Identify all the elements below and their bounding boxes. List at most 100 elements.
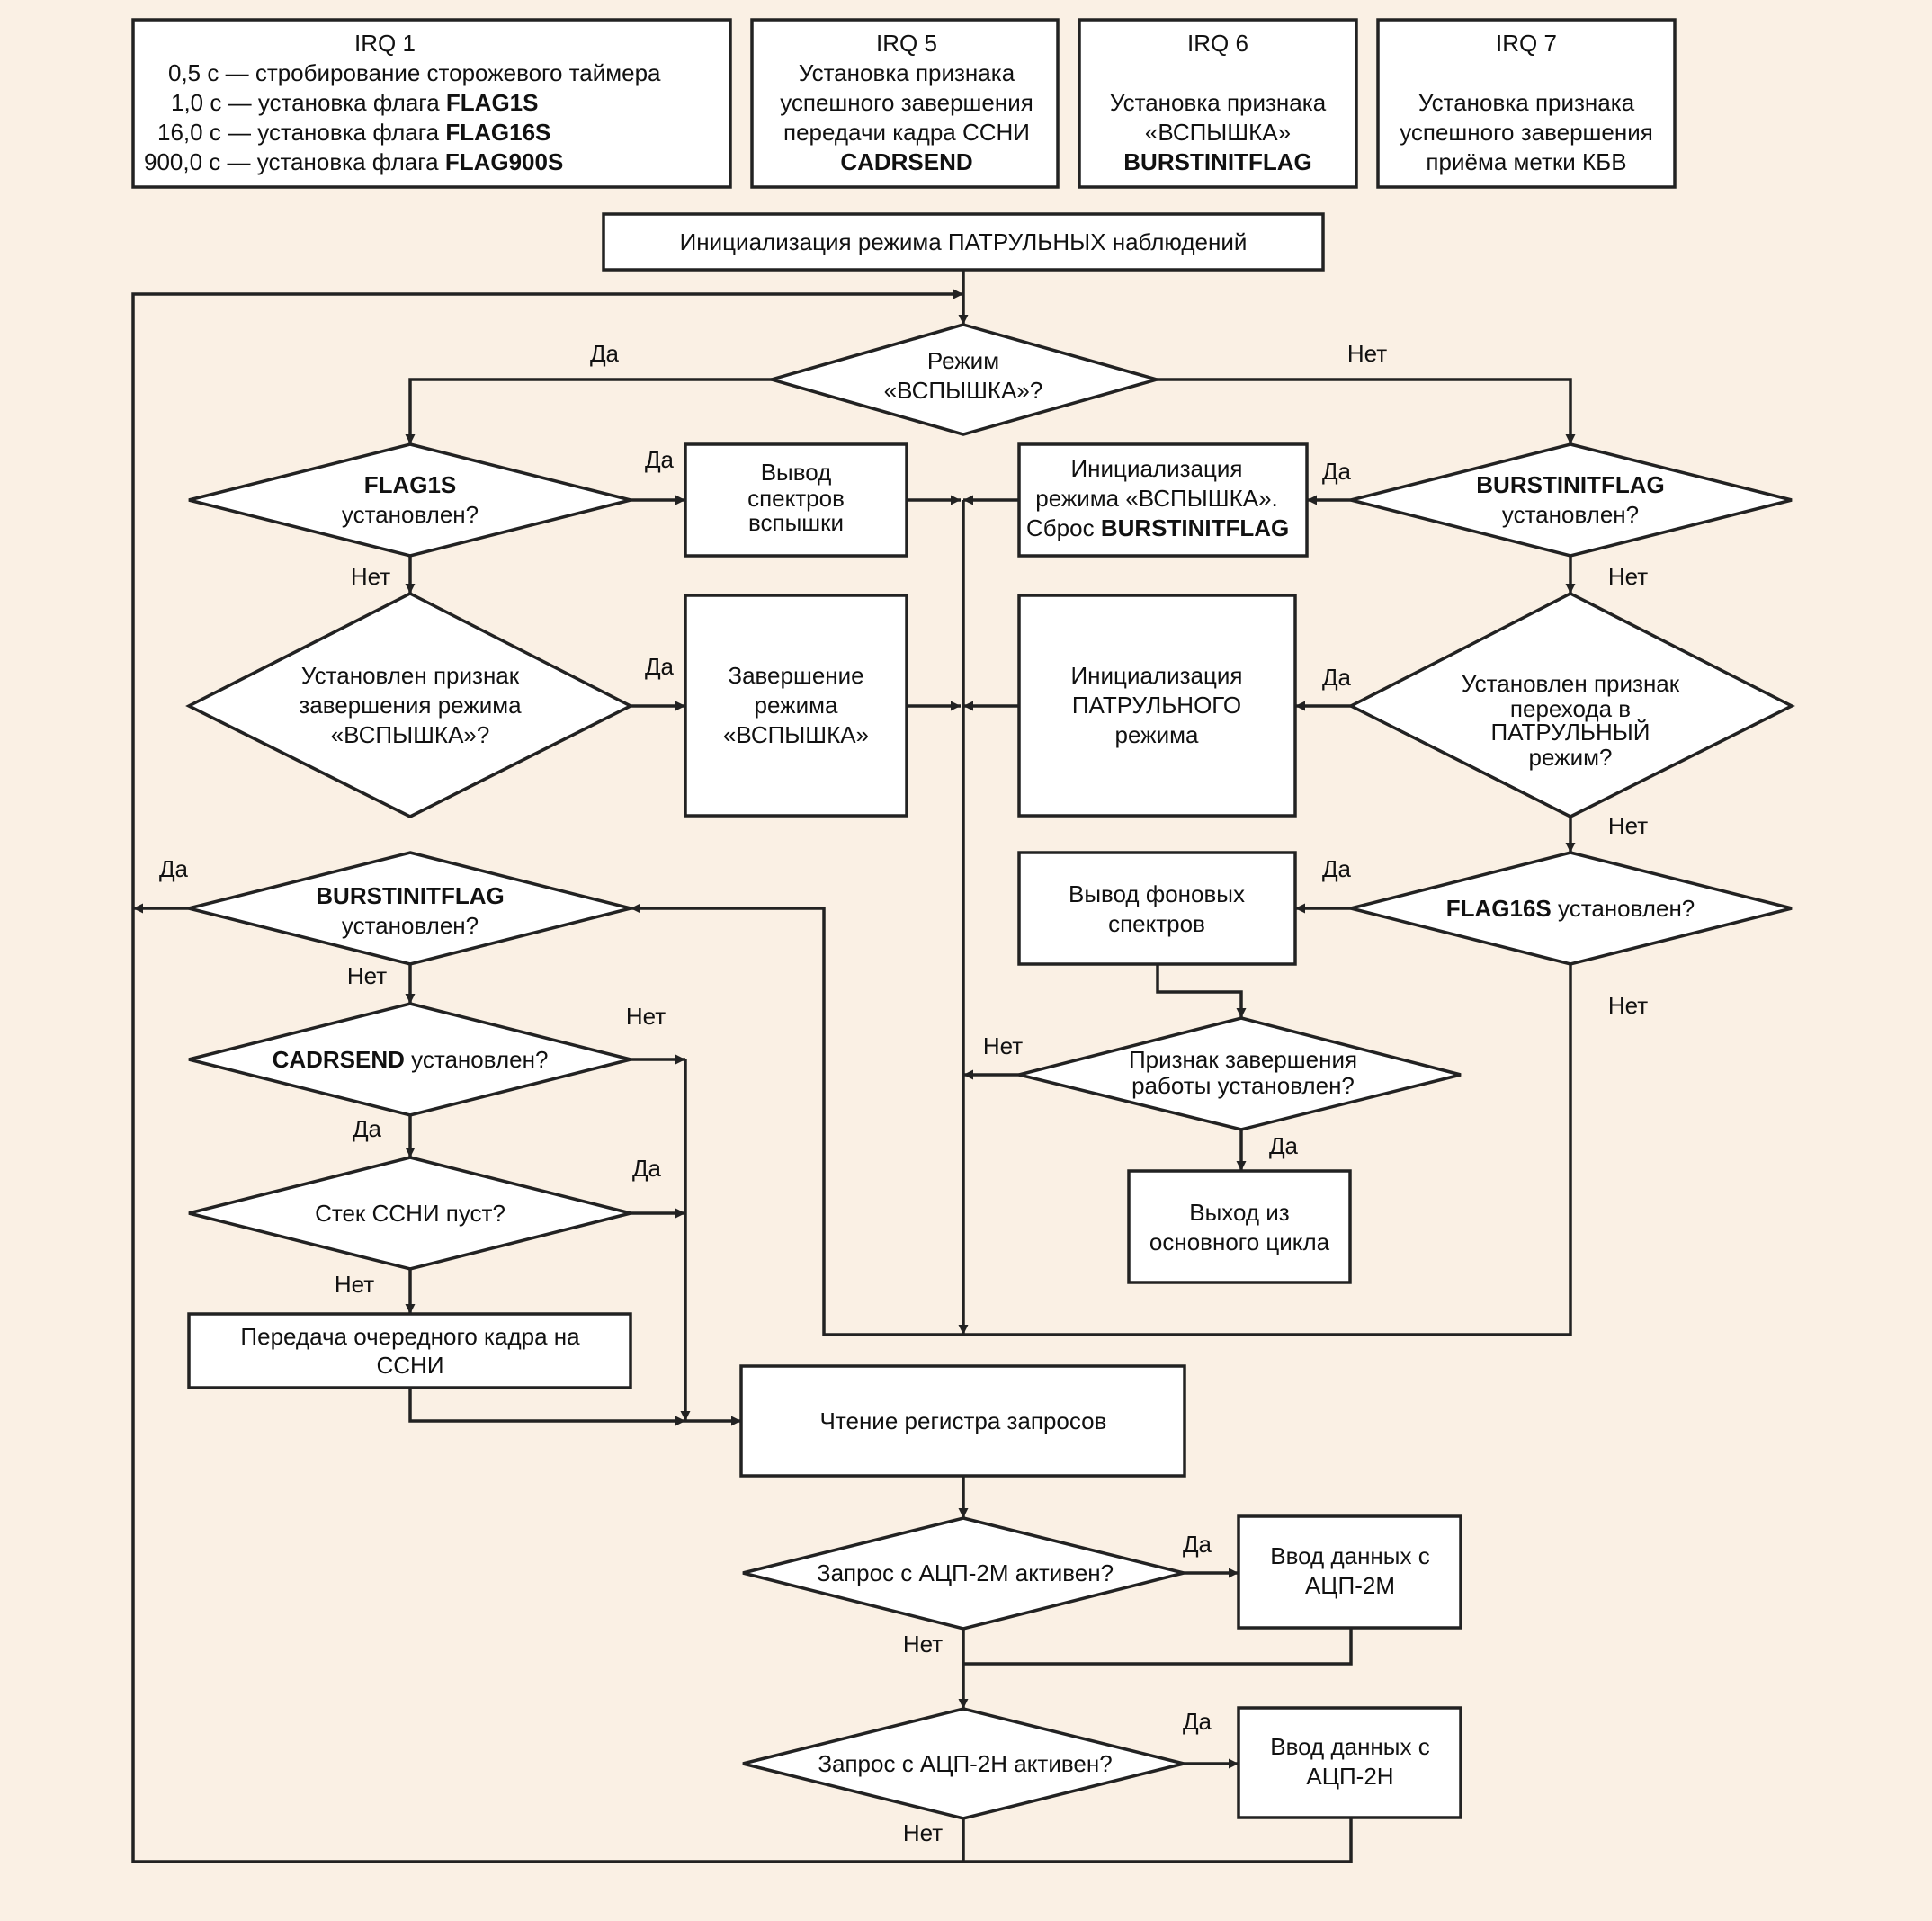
end-burst-mode-box: Завершение режима «ВСПЫШКА» [684,594,908,818]
input-adc2m-line1: Ввод данных с [1270,1542,1429,1569]
decision-adc2n-label: Запрос с АЦП-2Н активен? [818,1750,1112,1777]
irq7-line3: приёма метки КБВ [1426,148,1626,175]
decision-work-end-line2: работы установлен? [1131,1072,1355,1099]
irq1-title: IRQ 1 [354,30,416,57]
exit-main-loop-line1: Выход из [1189,1199,1289,1226]
input-adc2n-box: Ввод данных с АЦП-2Н [1237,1706,1462,1819]
irq6-line1: Установка признака [1110,89,1327,116]
init-patrol-box: Инициализация режима ПАТРУЛЬНЫХ наблюден… [602,212,1325,272]
init-patrol-mode-line3: режима [1115,721,1199,748]
decision-stack-empty-label: Стек ССНИ пуст? [315,1200,505,1227]
decision-flag1s-line2: установлен? [342,501,479,528]
send-next-frame-line2: ССНИ [376,1352,443,1379]
decision-burst-end-sign-line2: завершения режима [299,692,522,719]
decision-adc2n: Запрос с АЦП-2Н активен? [742,1707,1185,1820]
decision-cadrsend-label: CADRSEND установлен? [273,1046,549,1073]
out-burst-spectra-line1: Вывод [761,459,832,486]
decision-patrol-transition: Установлен признак перехода в ПАТРУЛЬНЫЙ… [1347,592,1795,818]
edge-label-no: Нет [1608,563,1648,590]
edge-label-no: Нет [347,962,387,989]
edge-label-no: Нет [903,1819,943,1846]
init-burst-mode-line3: Сброс BURSTINITFLAG [1026,514,1289,541]
irq6-box: IRQ 6 Установка признака «ВСПЫШКА» BURST… [1078,18,1358,189]
init-patrol-mode-box: Инициализация ПАТРУЛЬНОГО режима [1017,594,1297,818]
out-bg-spectra-line2: спектров [1108,910,1205,937]
read-request-reg-box: Чтение регистра запросов [739,1364,1186,1478]
edge-labels: Да Нет Да Да Нет Нет Да Да Нет Да Да Нет… [159,340,1648,1846]
decision-burst-end-sign-line3: «ВСПЫШКА»? [331,721,490,748]
irq7-line2: успешного завершения [1400,119,1653,146]
irq7-title: IRQ 7 [1496,30,1557,57]
edge-label-yes: Да [353,1115,382,1142]
edge-label-yes: Да [590,340,620,367]
connectors [131,270,1576,1863]
irq6-line3: BURSTINITFLAG [1123,148,1311,175]
edge-label-yes: Да [1183,1531,1212,1558]
decision-work-end-line1: Признак завершения [1129,1046,1357,1073]
init-patrol-label: Инициализация режима ПАТРУЛЬНЫХ наблюден… [680,228,1248,255]
irq5-line3: передачи кадра ССНИ [783,119,1030,146]
edge-label-no: Нет [983,1032,1023,1059]
input-adc2n-line2: АЦП-2Н [1306,1763,1393,1790]
edge-label-yes: Да [1269,1132,1299,1159]
irq5-title: IRQ 5 [876,30,937,57]
edge-label-no: Нет [903,1631,943,1657]
exit-main-loop-line2: основного цикла [1149,1229,1330,1255]
out-burst-spectra-line2: спектров [747,485,845,512]
decision-mode-burst: Режим «ВСПЫШКА»? [765,323,1163,436]
out-burst-spectra-line3: вспышки [748,509,844,536]
decision-flag16s: FLAG16S установлен? [1350,851,1793,966]
send-next-frame-box: Передача очередного кадра на ССНИ [187,1312,632,1389]
decision-patrol-transition-line4: режим? [1529,744,1613,771]
edge-label-no: Нет [1608,812,1648,839]
read-request-reg-label: Чтение регистра запросов [820,1407,1107,1434]
out-burst-spectra-box: Вывод спектров вспышки [684,442,908,558]
edge-label-yes: Да [1183,1708,1212,1735]
decision-adc2m: Запрос с АЦП-2М активен? [742,1516,1185,1631]
decision-mode-burst-line1: Режим [927,347,999,374]
init-patrol-mode-line1: Инициализация [1070,662,1242,689]
edge-label-no: Нет [1347,340,1387,367]
edge-label-no: Нет [626,1003,666,1030]
init-burst-mode-line1: Инициализация [1070,455,1242,482]
edge-label-no: Нет [335,1271,374,1298]
decision-work-end: Признак завершения работы установлен? [1018,1016,1462,1131]
decision-burstinitflag-right-line1: BURSTINITFLAG [1476,471,1664,498]
input-adc2m-box: Ввод данных с АЦП-2М [1237,1514,1462,1630]
irq6-line2: «ВСПЫШКА» [1145,119,1291,146]
decision-patrol-transition-line3: ПАТРУЛЬНЫЙ [1491,719,1650,746]
irq1-line1: 0,5 с — стробирование сторожевого таймер… [168,59,661,86]
irq5-line1: Установка признака [799,59,1015,86]
decision-mode-burst-line2: «ВСПЫШКА»? [884,377,1043,404]
irq1-line2: 1,0 с — установка флага FLAG1S [171,89,538,116]
edge-label-yes: Да [1322,458,1352,485]
init-burst-mode-line2: режима «ВСПЫШКА». [1035,485,1278,512]
irq7-line1: Установка признака [1418,89,1635,116]
irq1-line4: 900,0 с — установка флага FLAG900S [144,148,563,175]
end-burst-mode-line2: режима [755,692,838,719]
irq5-box: IRQ 5 Установка признака успешного завер… [750,18,1060,189]
input-adc2n-line1: Ввод данных с [1270,1733,1429,1760]
edge-label-yes: Да [632,1155,662,1182]
decision-burstinitflag-right-line2: установлен? [1502,501,1639,528]
decision-stack-empty: Стек ССНИ пуст? [188,1156,631,1271]
edge-label-yes: Да [159,855,189,882]
edge-label-no: Нет [1608,992,1648,1019]
decision-flag16s-label: FLAG16S установлен? [1446,895,1695,922]
end-burst-mode-line3: «ВСПЫШКА» [723,721,869,748]
decision-patrol-transition-line1: Установлен признак [1462,670,1680,697]
irq6-title: IRQ 6 [1187,30,1248,57]
decision-burstinitflag-left-line1: BURSTINITFLAG [316,882,504,909]
edge-label-yes: Да [645,653,675,680]
decision-burstinitflag-right: BURSTINITFLAG установлен? [1350,442,1793,558]
irq1-box: IRQ 1 0,5 с — стробирование сторожевого … [131,18,732,189]
out-bg-spectra-line1: Вывод фоновых [1069,880,1245,907]
init-patrol-mode-line2: ПАТРУЛЬНОГО [1072,692,1241,719]
irq7-box: IRQ 7 Установка признака успешного завер… [1376,18,1677,189]
edge-label-yes: Да [1322,855,1352,882]
irq1-line3: 16,0 с — установка флага FLAG16S [157,119,550,146]
edge-label-no: Нет [351,563,390,590]
